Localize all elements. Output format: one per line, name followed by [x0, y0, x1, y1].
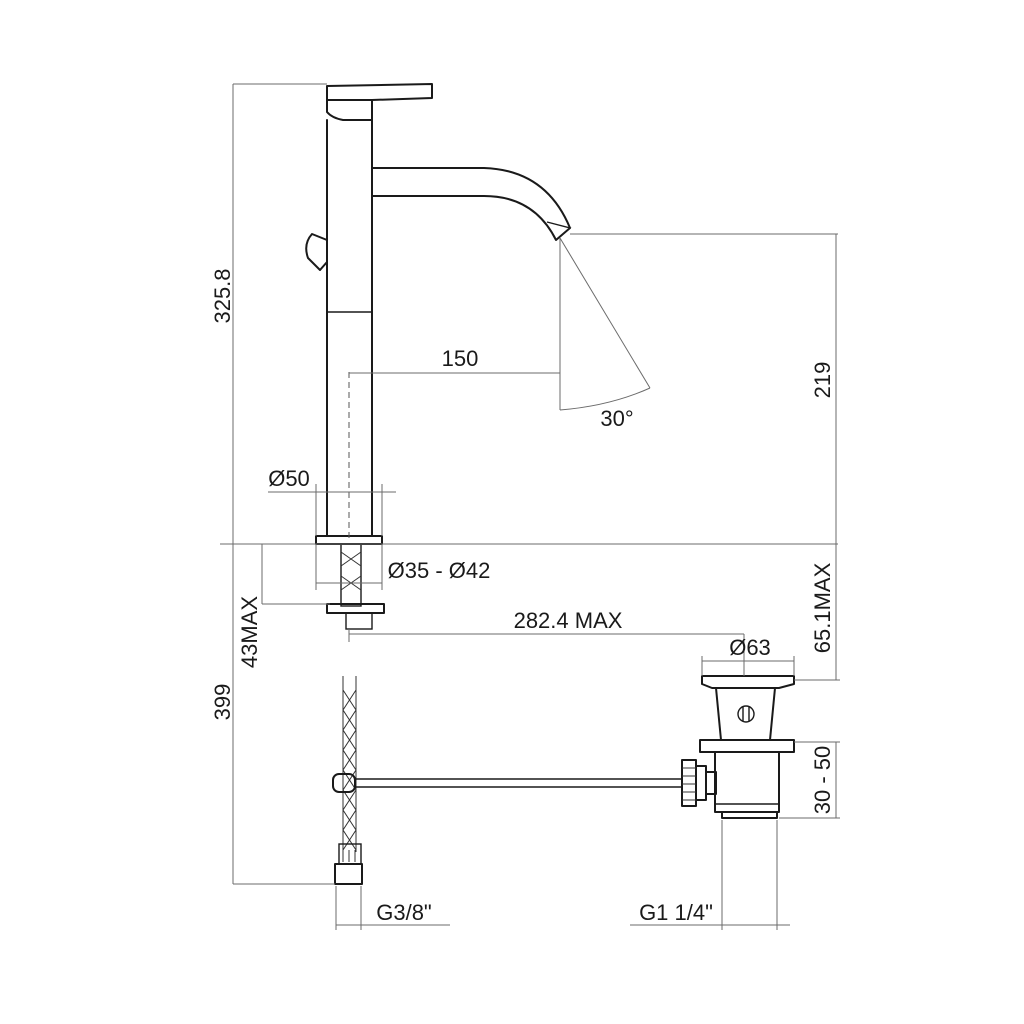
dim-basin-thickness-label: 65.1MAX: [810, 562, 835, 653]
dim-spout-height-label: 219: [810, 362, 835, 399]
dim-deck-thickness: 43MAX: [237, 544, 330, 668]
dim-base-diameter: Ø50: [268, 466, 396, 536]
dim-waste-diameter-label: Ø63: [729, 635, 771, 660]
dim-rod-reach: 282.4 MAX: [348, 608, 745, 676]
dim-hole-diameter: Ø35 - Ø42: [315, 544, 491, 590]
dim-basin-thickness: 65.1MAX: [794, 544, 840, 681]
dim-hose-length: 399: [210, 544, 335, 885]
hose-nut: [334, 863, 363, 885]
dim-spout-angle: 30°: [559, 237, 651, 431]
dim-spout-height: 219: [570, 233, 838, 544]
dim-waste-range: 30 - 50: [779, 741, 840, 819]
handle-cap: [326, 99, 373, 121]
dim-rod-reach-label: 282.4 MAX: [514, 608, 623, 633]
faucet-column: [326, 119, 373, 537]
dim-total-height-label: 325.8: [210, 268, 235, 323]
dim-waste-range-label: 30 - 50: [810, 746, 835, 815]
dim-deck-thickness-label: 43MAX: [237, 596, 262, 668]
dim-waste-diameter: Ø63: [701, 635, 795, 676]
locknut: [699, 739, 795, 753]
dim-total-height: 325.8: [210, 83, 327, 544]
rod-connector: [681, 759, 717, 807]
spout-tip: [546, 221, 572, 241]
hose-clamp: [332, 773, 356, 793]
faucet-body: [305, 83, 572, 545]
waste-tail: [714, 751, 780, 813]
dim-base-diameter-label: Ø50: [268, 466, 310, 491]
dim-spout-angle-label: 30°: [600, 406, 633, 431]
dim-hose-length-label: 399: [210, 684, 235, 721]
dim-waste-thread-label: G1 1/4": [639, 900, 713, 925]
waste-screw: [737, 705, 755, 723]
dim-waste-thread: G1 1/4": [630, 820, 790, 930]
tail-nut: [721, 811, 778, 819]
flexible-hose: [332, 676, 363, 885]
dim-spout-reach-label: 150: [442, 346, 479, 371]
faucet-spout: [371, 167, 571, 241]
pop-up-waste: [681, 675, 795, 819]
shank-end: [345, 612, 373, 630]
popup-rod: [355, 778, 682, 788]
waste-flange: [701, 675, 795, 689]
dim-hose-thread-label: G3/8": [376, 900, 432, 925]
fixing-assembly: [326, 543, 385, 630]
dim-hose-thread: G3/8": [335, 886, 450, 930]
dim-spout-reach: 150: [349, 238, 561, 410]
dim-hole-diameter-label: Ø35 - Ø42: [388, 558, 491, 583]
lever-handle: [326, 83, 433, 101]
popup-knob: [305, 233, 328, 271]
threaded-shank: [340, 543, 362, 607]
hose-ferrule: [338, 843, 362, 865]
waste-body: [715, 687, 776, 741]
